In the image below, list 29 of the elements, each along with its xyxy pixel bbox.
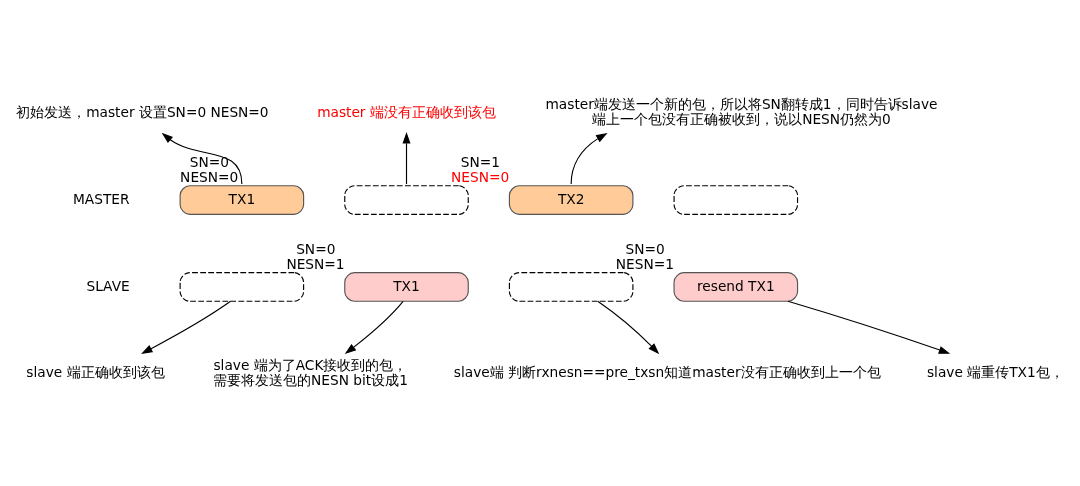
node-box bbox=[344, 184, 469, 215]
node-text: slave 端为了ACK接收到的包，需要将发送包的NESN bit设成1 bbox=[213, 356, 408, 388]
node-text: slave 端正确收到该包 bbox=[26, 363, 165, 380]
node-label: SN=1 bbox=[460, 153, 501, 170]
node-text: master端发送一个新的包，所以将SN翻转成1，同时告诉slave 端上一个包没有正确被收到，说以NESN仍然为0 bbox=[545, 95, 938, 127]
node-box: TX1 bbox=[344, 271, 469, 302]
label: MASTER bbox=[72, 190, 130, 207]
node-box: resend TX1 bbox=[673, 271, 799, 302]
node-text: master 端没有正确收到该包 bbox=[317, 103, 496, 120]
arrow bbox=[344, 300, 404, 354]
arrow bbox=[597, 300, 660, 354]
arrow bbox=[141, 300, 232, 354]
label: SLAVE bbox=[86, 276, 130, 293]
arrow bbox=[787, 300, 951, 354]
node-label: NESN=0 bbox=[451, 168, 510, 185]
node-text: slave端 判断rxnesn==pre_txsn知道master没有正确收到上一个包 bbox=[453, 363, 881, 380]
node-box: TX2 bbox=[508, 184, 634, 215]
node-text: 初始发送，master 设置SN=0 NESN=0 bbox=[16, 103, 269, 120]
node-label: SN=0 NESN=0 bbox=[180, 153, 239, 185]
arrow bbox=[402, 131, 411, 185]
node-box bbox=[673, 184, 799, 215]
node-label: SN=0 NESN=1 bbox=[286, 240, 345, 272]
node-box bbox=[179, 271, 305, 302]
arrow bbox=[161, 132, 243, 185]
node-box bbox=[508, 271, 634, 302]
node-label: SN=0 NESN=1 bbox=[615, 240, 674, 272]
node-box: TX1 bbox=[179, 184, 305, 215]
node-text: slave 端重传TX1包， bbox=[926, 363, 1064, 380]
arrow bbox=[570, 132, 608, 185]
